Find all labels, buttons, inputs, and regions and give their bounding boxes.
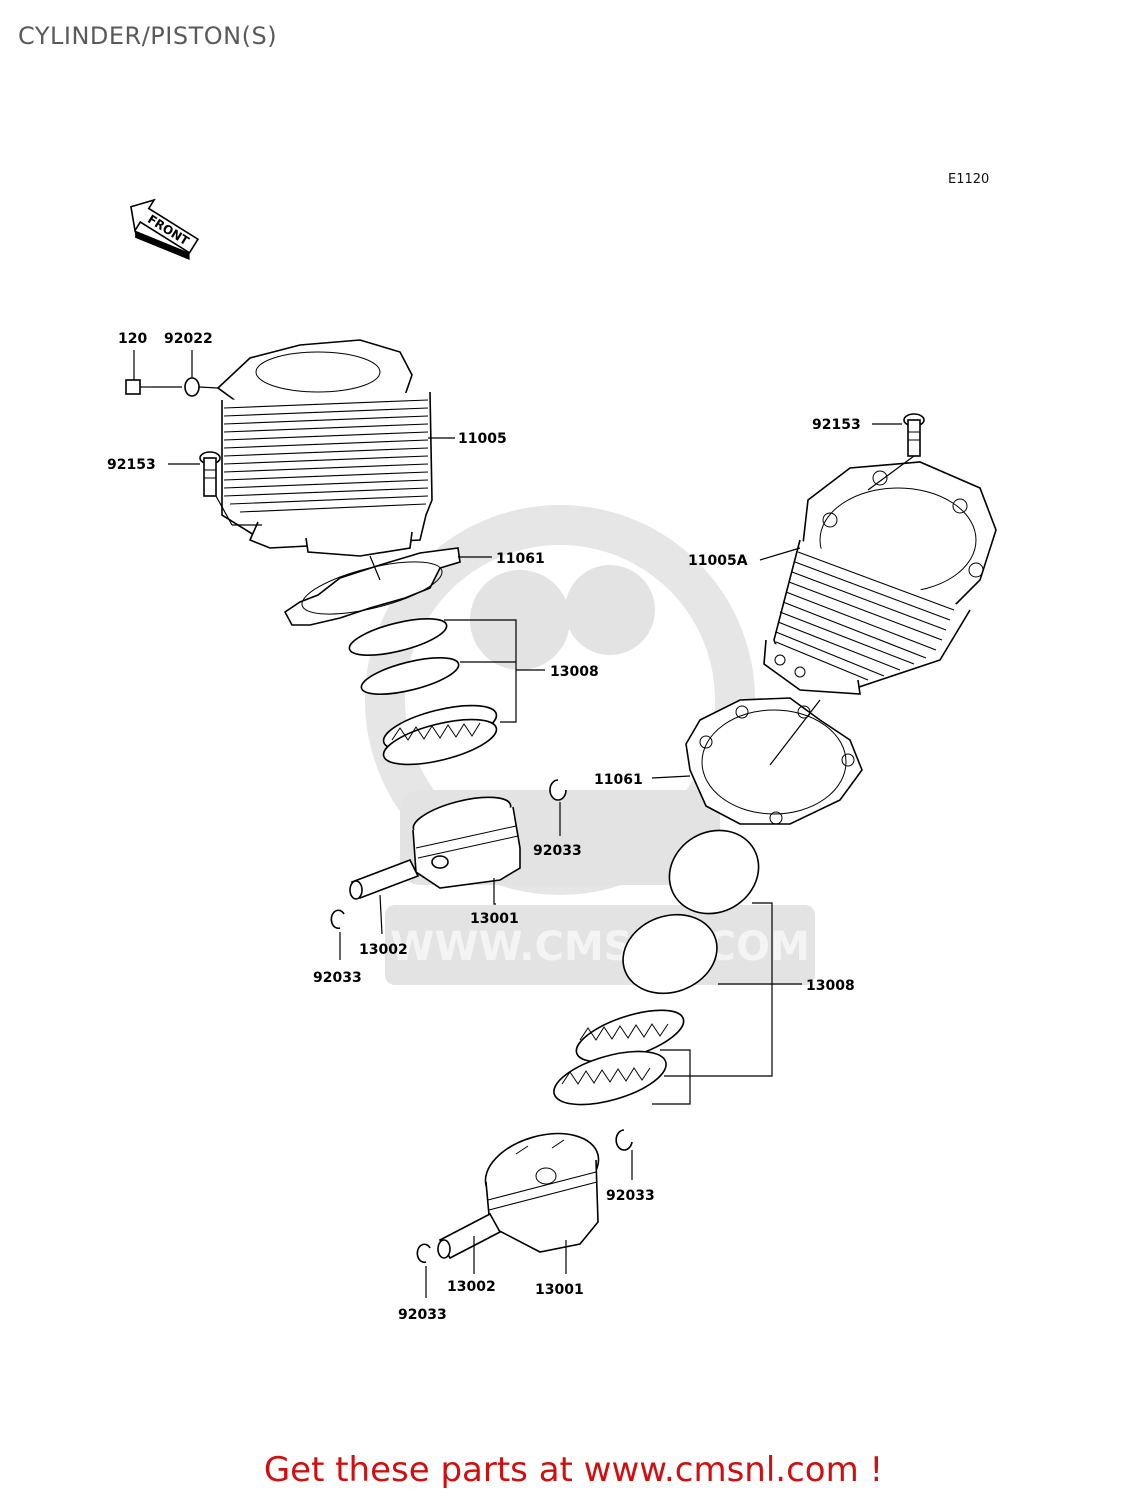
stud-92153-left[interactable] [199,451,221,497]
cylinder-11005[interactable] [216,339,433,557]
label-92033-d[interactable]: 92033 [398,1307,447,1323]
watermark-text: WWW.CMSNL.COM [390,924,810,970]
label-92153-left[interactable]: 92153 [107,457,156,473]
circlip-92033-b[interactable] [330,909,345,930]
label-13008-left[interactable]: 13008 [550,664,599,680]
piston-13001-right[interactable] [477,1121,607,1253]
label-13002-left[interactable]: 13002 [359,942,408,958]
circlip-92033-c[interactable] [615,1129,633,1151]
piston-pin-13002-left[interactable] [349,858,420,900]
stud-92153-right[interactable] [903,413,925,457]
bolt-120[interactable] [125,379,152,395]
circlip-92033-a[interactable] [549,779,567,801]
piston-rings-13008-left[interactable] [346,611,501,773]
diagram-code: E1120 [948,172,990,187]
label-11061-left[interactable]: 11061 [496,551,545,567]
label-13002-right[interactable]: 13002 [447,1279,496,1295]
cylinder-11005A[interactable] [763,461,997,695]
gasket-11061-left[interactable] [283,547,461,626]
label-120[interactable]: 120 [118,331,147,347]
cta-banner[interactable]: Get these parts at www.cmsnl.com ! [263,1450,884,1490]
label-11005A[interactable]: 11005A [688,553,748,569]
label-92153-right[interactable]: 92153 [812,417,861,433]
gasket-11061-right[interactable] [685,697,863,825]
piston-rings-13008-right[interactable] [548,814,774,1115]
label-92022[interactable]: 92022 [164,331,213,347]
label-92033-c[interactable]: 92033 [606,1188,655,1204]
label-11005[interactable]: 11005 [458,431,507,447]
label-11061-right[interactable]: 11061 [594,772,643,788]
washer-92022[interactable] [184,377,200,397]
label-13001-right[interactable]: 13001 [535,1282,584,1298]
page-title: CYLINDER/PISTON(S) [18,22,278,50]
label-92033-b[interactable]: 92033 [313,970,362,986]
label-92033-a[interactable]: 92033 [533,843,582,859]
piston-pin-13002-right[interactable] [437,1212,502,1260]
front-arrow-icon: FRONT [130,198,200,260]
piston-13001-left[interactable] [410,789,521,889]
parts-diagram: WWW.CMSNL.COM FRONT [107,198,997,1323]
circlip-92033-d[interactable] [416,1243,431,1264]
label-13008-right[interactable]: 13008 [806,978,855,994]
label-13001-left[interactable]: 13001 [470,911,519,927]
